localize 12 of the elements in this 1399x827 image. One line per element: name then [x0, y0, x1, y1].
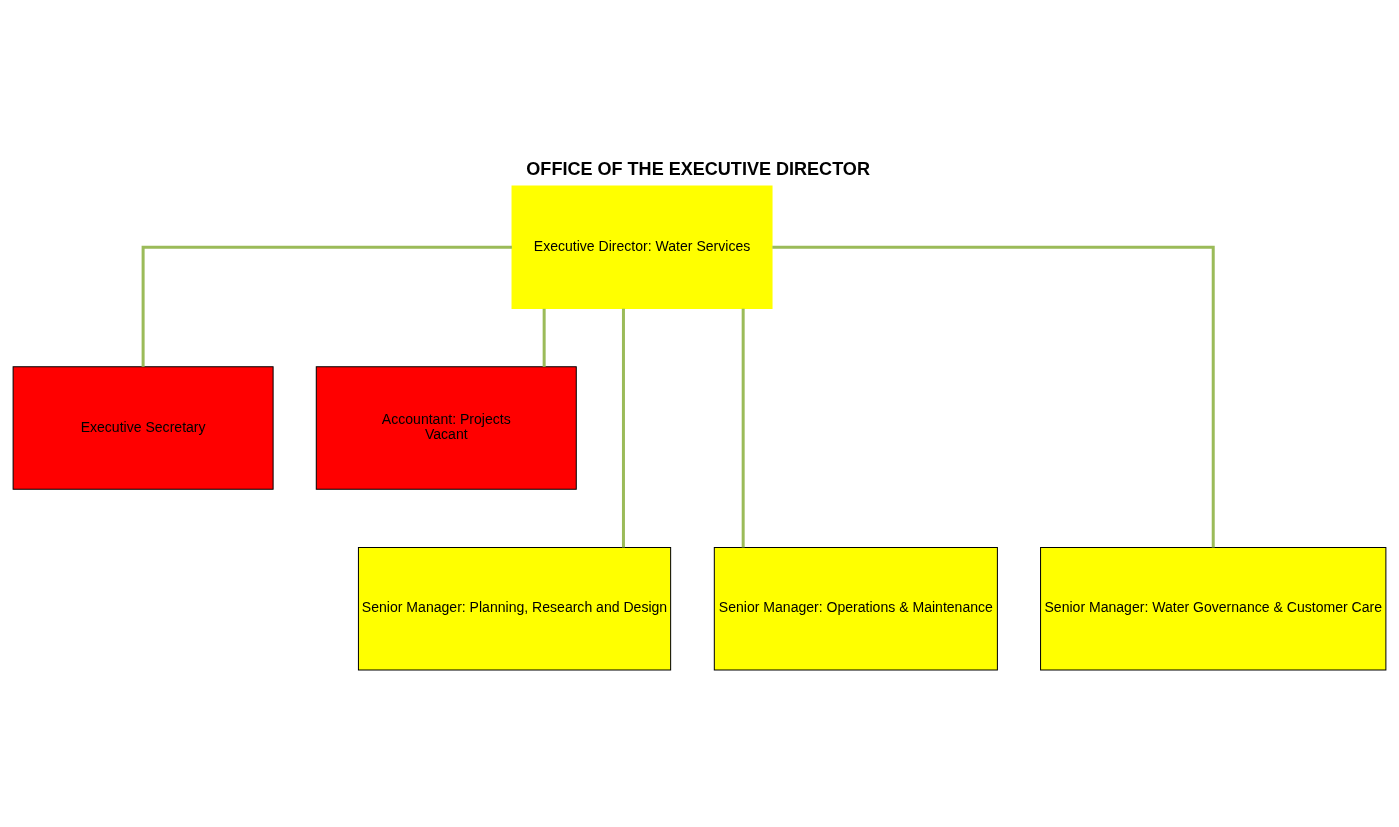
- connector: [542, 308, 546, 367]
- node-box: Senior Manager: Operations & Maintenance: [713, 546, 998, 670]
- node-box: Senior Manager: Water Governance & Customer Care: [1040, 546, 1387, 670]
- node-box: Senior Manager: Planning, Research and Design: [357, 546, 672, 670]
- diagram-title: OFFICE OF THE EXECUTIVE DIRECTOR: [526, 158, 870, 179]
- node-box: Executive Director: Water Services: [511, 185, 773, 309]
- connector: [621, 308, 625, 547]
- connector: [141, 245, 512, 367]
- connector: [772, 245, 1215, 547]
- node-box: Accountant: Projects Vacant: [315, 365, 577, 490]
- node-box: Executive Secretary: [12, 365, 274, 490]
- connector: [741, 308, 745, 547]
